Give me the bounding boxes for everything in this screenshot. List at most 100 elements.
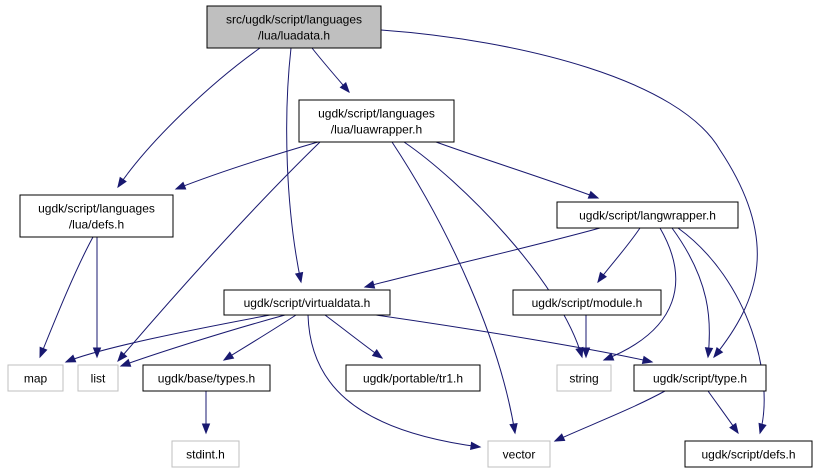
node-luawrapper[interactable]: ugdk/script/languages/lua/luawrapper.h [298, 99, 455, 143]
edge-line [65, 314, 271, 363]
node-label: /lua/defs.h [69, 218, 124, 232]
edge-line [380, 29, 758, 358]
node-label: map [24, 372, 48, 386]
edge-defs_lua-to-map [39, 236, 94, 359]
node-stdint[interactable]: stdint.h [171, 440, 240, 468]
node-box[interactable] [7, 364, 64, 392]
node-box[interactable] [345, 364, 481, 392]
node-map[interactable]: map [7, 364, 64, 392]
node-label: ugdk/script/module.h [532, 296, 643, 310]
node-box[interactable] [142, 364, 271, 392]
arrow-head [729, 422, 739, 435]
edge-luawrapper-to-string [403, 141, 584, 359]
node-vector[interactable]: vector [487, 440, 551, 468]
edge-type-to-defs_script [707, 390, 739, 435]
node-box[interactable] [298, 99, 455, 143]
edge-line [307, 314, 481, 448]
edge-luawrapper-to-defs_lua [174, 141, 319, 190]
arrow-head [581, 347, 591, 359]
edge-line [403, 141, 583, 358]
node-label: list [91, 372, 106, 386]
node-label: ugdk/script/langwrapper.h [579, 209, 716, 223]
node-box[interactable] [223, 289, 391, 316]
node-defs_script[interactable]: ugdk/script/defs.h [684, 440, 813, 468]
node-virtualdata[interactable]: ugdk/script/virtualdata.h [223, 289, 391, 316]
node-box[interactable] [206, 5, 382, 49]
edge-line [597, 227, 641, 283]
node-box[interactable] [171, 440, 240, 468]
node-label: ugdk/script/defs.h [701, 448, 795, 462]
edge-luawrapper-to-langwrapper [435, 141, 600, 199]
node-box[interactable] [77, 364, 119, 392]
arrow-head [553, 433, 566, 442]
edge-line [286, 47, 302, 283]
node-types[interactable]: ugdk/base/types.h [142, 364, 271, 392]
edge-line [391, 141, 516, 434]
arrow-head [222, 351, 235, 361]
edge-langwrapper-to-defs_script [677, 227, 767, 435]
edge-defs_lua-to-list [92, 236, 102, 359]
arrow-head [587, 190, 600, 199]
node-module[interactable]: ugdk/script/module.h [512, 289, 662, 316]
edge-line [554, 390, 666, 442]
arrow-head [470, 441, 482, 450]
arrow-head [371, 349, 384, 359]
edge-luadata-to-virtualdata [286, 47, 304, 284]
node-box[interactable] [556, 201, 739, 229]
arrow-head [174, 181, 187, 190]
edge-line [120, 314, 286, 367]
edge-line [117, 141, 321, 362]
node-box[interactable] [19, 194, 174, 238]
edge-line [603, 227, 677, 361]
arrow-head [117, 351, 128, 363]
edge-langwrapper-to-module [597, 227, 641, 284]
edge-virtualdata-to-map [64, 314, 271, 363]
nodes-layer: src/ugdk/script/languages/lua/luadata.h u… [7, 5, 813, 468]
arrow-head [64, 354, 77, 363]
edge-line [39, 236, 94, 358]
node-box[interactable] [487, 440, 551, 468]
edge-types-to-stdint [201, 391, 211, 435]
node-label: stdint.h [186, 448, 225, 462]
node-langwrapper[interactable]: ugdk/script/langwrapper.h [556, 201, 739, 229]
node-tr1[interactable]: ugdk/portable/tr1.h [345, 364, 481, 392]
edge-line [117, 47, 261, 188]
node-box[interactable] [556, 364, 612, 392]
edge-langwrapper-to-type [671, 227, 714, 359]
node-label: vector [503, 448, 536, 462]
edge-line [435, 141, 599, 199]
node-type[interactable]: ugdk/script/type.h [633, 364, 767, 392]
node-label: ugdk/script/type.h [653, 372, 747, 386]
arrow-head [201, 423, 211, 435]
node-luadata[interactable]: src/ugdk/script/languages/lua/luadata.h [206, 5, 382, 49]
node-label: /lua/luawrapper.h [331, 123, 422, 137]
edge-module-to-string [581, 314, 591, 359]
node-list[interactable]: list [77, 364, 119, 392]
node-defs_lua[interactable]: ugdk/script/languages/lua/defs.h [19, 194, 174, 238]
edge-line [324, 314, 383, 359]
node-label: ugdk/script/languages [38, 202, 155, 216]
arrow-head [339, 82, 350, 94]
node-label: string [569, 372, 598, 386]
edge-line [677, 227, 765, 434]
edge-virtualdata-to-types [222, 314, 297, 361]
node-label: ugdk/script/virtualdata.h [244, 296, 371, 310]
arrow-head [758, 422, 767, 435]
node-label: ugdk/base/types.h [158, 372, 255, 386]
node-box[interactable] [512, 289, 662, 316]
edge-line [671, 227, 710, 358]
arrow-head [119, 358, 132, 367]
arrow-head [713, 346, 724, 359]
edge-line [175, 141, 319, 190]
arrow-head [597, 271, 607, 284]
node-box[interactable] [684, 440, 813, 468]
edge-luadata-to-luawrapper [311, 47, 350, 94]
edge-line [375, 314, 653, 363]
node-string[interactable]: string [556, 364, 612, 392]
node-label: ugdk/script/languages [318, 107, 435, 121]
edge-luadata-to-type [380, 29, 758, 359]
edge-langwrapper-to-string [602, 227, 677, 361]
edge-type-to-vector [553, 390, 666, 442]
node-box[interactable] [633, 364, 767, 392]
arrow-head [363, 280, 376, 289]
